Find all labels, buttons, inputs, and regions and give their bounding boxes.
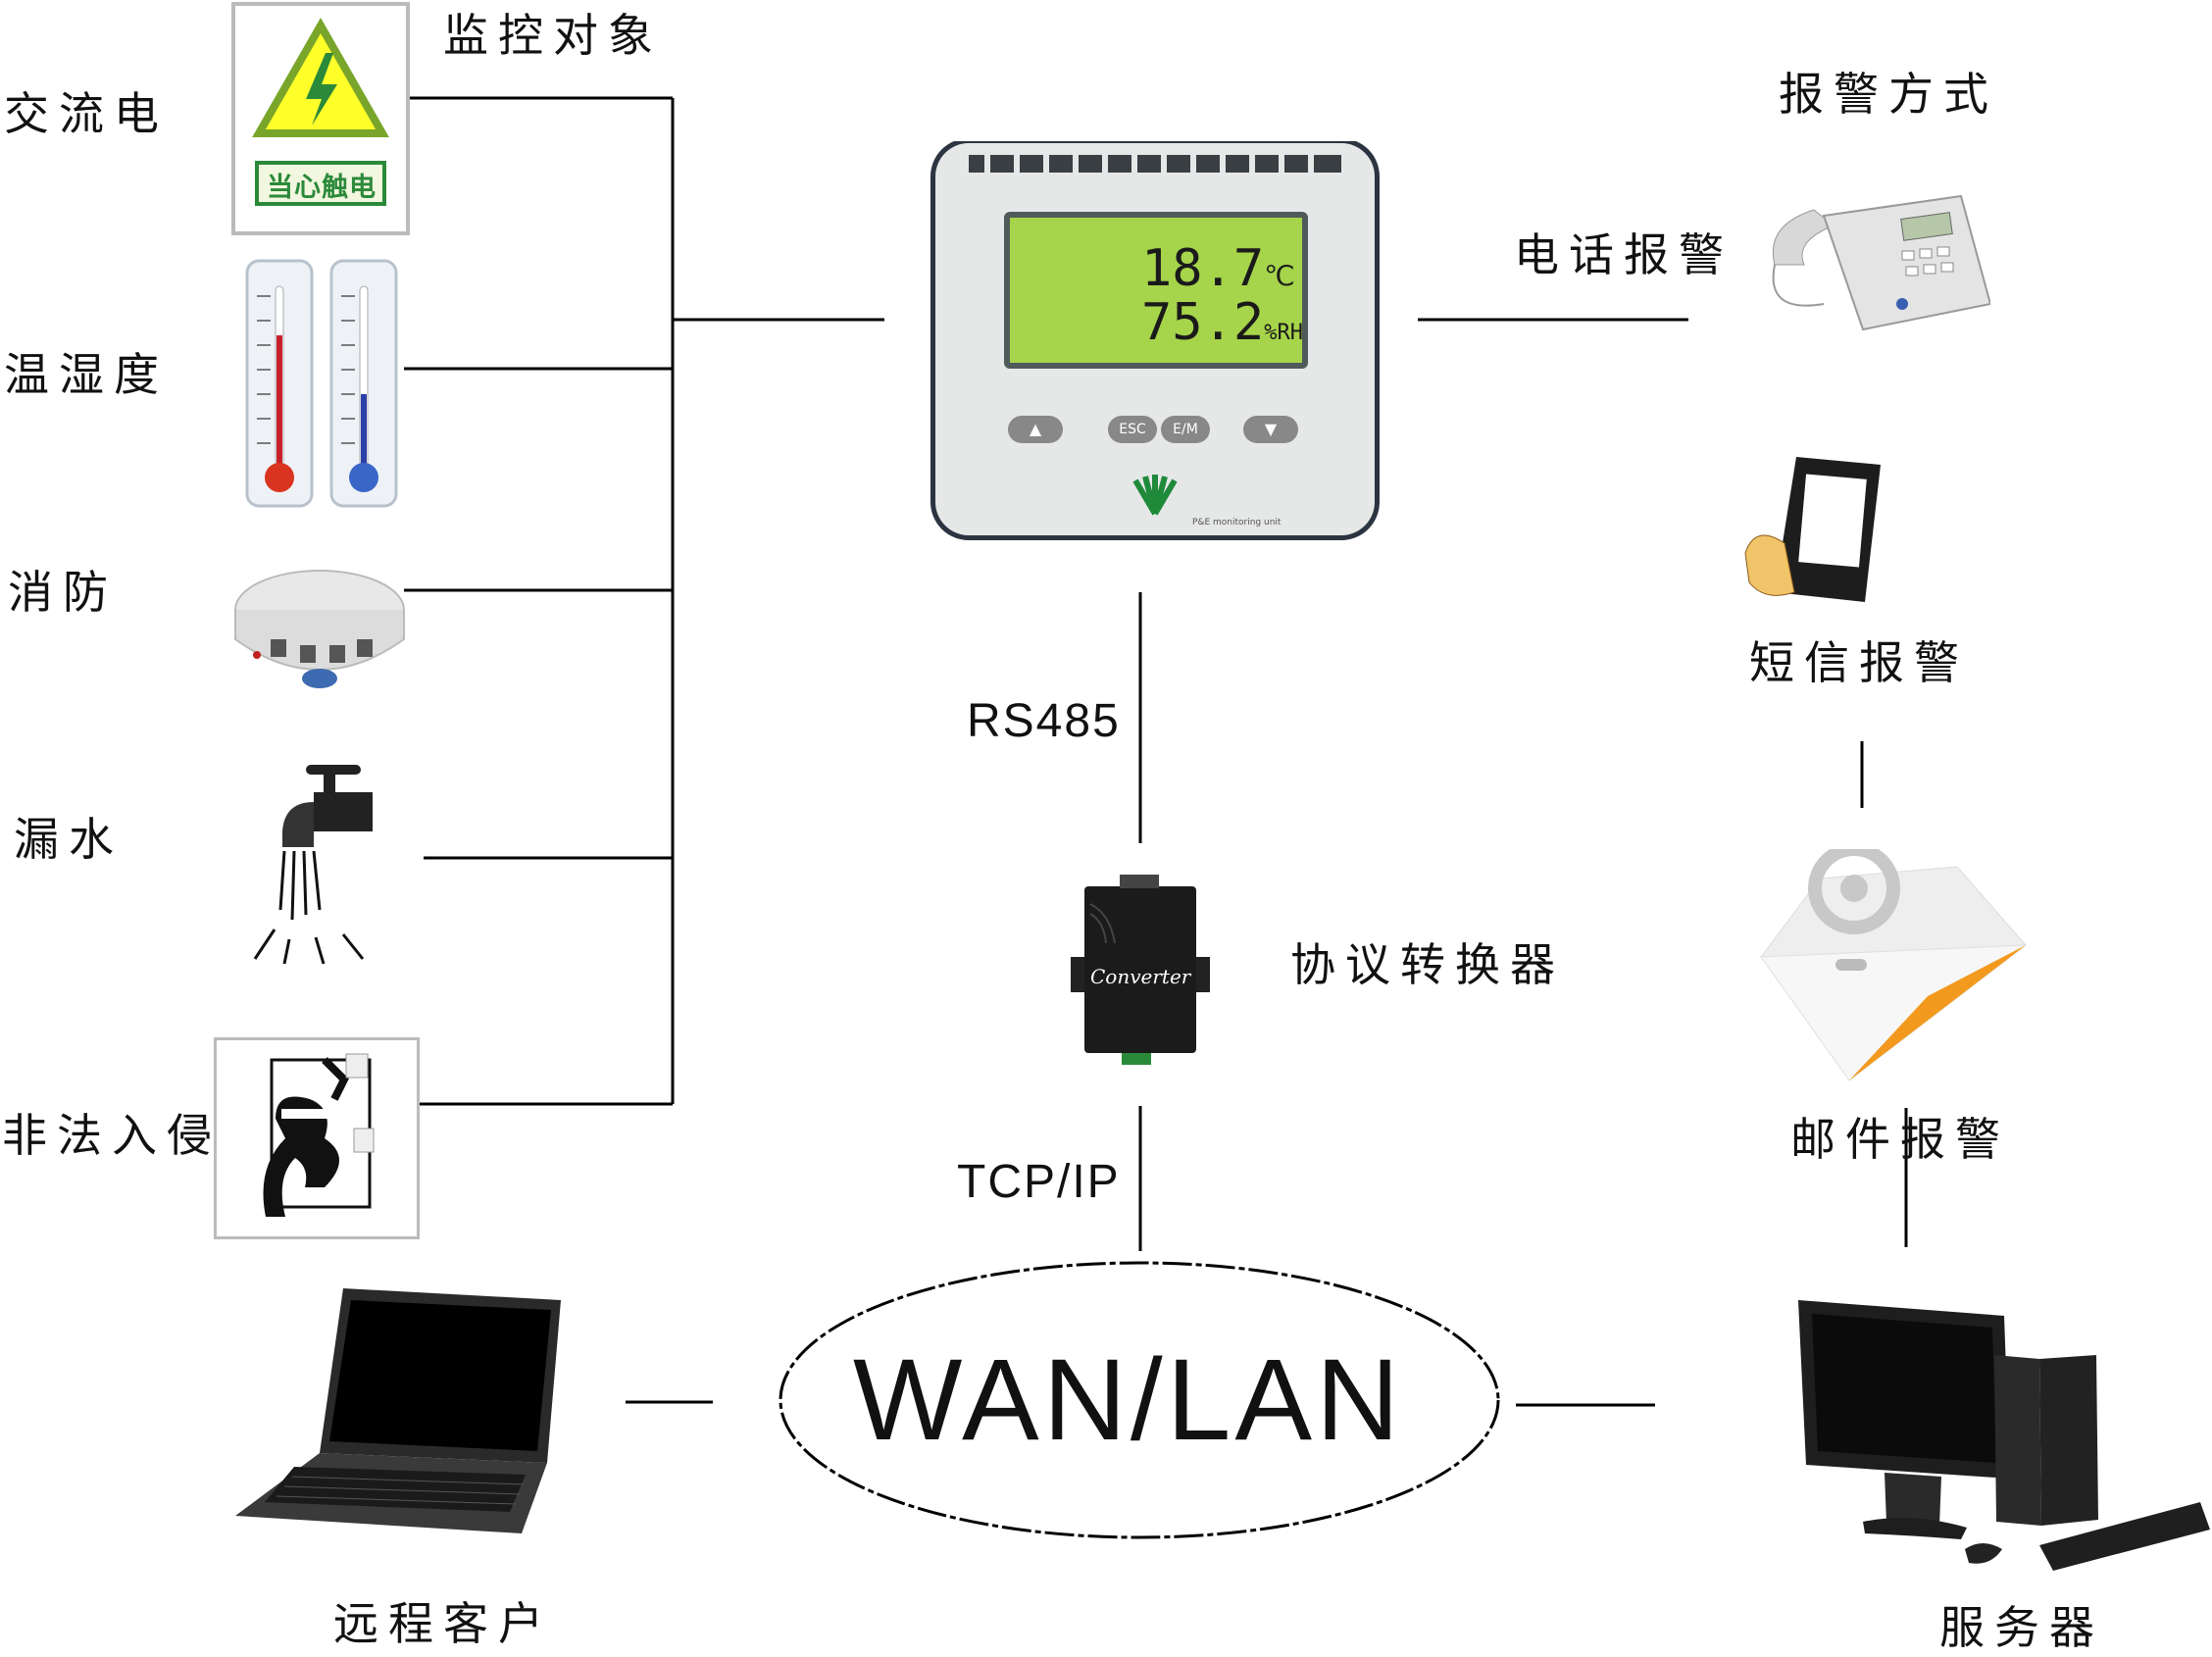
alarm-phone-label: 电话报警: [1514, 228, 1734, 281]
button-em[interactable]: E/M: [1173, 422, 1198, 437]
thermometer-icon: [245, 259, 398, 508]
sms-phone-icon: [1744, 457, 1881, 602]
button-up[interactable]: ▲: [1029, 420, 1042, 438]
network-cloud: [779, 1261, 1500, 1539]
high-voltage-sign-icon: 当心触电: [231, 2, 410, 235]
telephone-icon: [1772, 194, 1990, 331]
alarm-header: 报警方式: [1779, 68, 1998, 121]
lcd-humidity: 75.2%RH: [1141, 293, 1303, 352]
converter-label: 协议转换器: [1290, 938, 1565, 991]
intruder-icon: [214, 1037, 420, 1239]
alarm-email-label: 邮件报警: [1790, 1113, 2010, 1166]
lcd-temperature: 18.7℃: [1141, 239, 1295, 298]
monitored-header: 监控对象: [443, 9, 663, 62]
alarm-sms-label: 短信报警: [1749, 636, 1969, 689]
brand-text: P&E monitoring unit: [1192, 518, 1282, 527]
protocol-converter-icon: Converter: [1071, 875, 1210, 1071]
network-label: WAN/LAN: [853, 1335, 1404, 1465]
sign-text: 当心触电: [267, 173, 377, 203]
converter-device-text: Converter: [1090, 965, 1191, 988]
server-label: 服务器: [1939, 1601, 2104, 1654]
email-icon: [1759, 849, 2028, 1081]
label-water-leak: 漏水: [14, 813, 124, 866]
label-ac-power: 交流电: [4, 87, 169, 140]
tcpip-label: TCP/IP: [957, 1156, 1121, 1208]
remote-client-laptop-icon: [235, 1288, 561, 1533]
server-desktop-icon: [1798, 1300, 2210, 1571]
button-esc[interactable]: ESC: [1119, 422, 1146, 437]
label-temp-humidity: 温湿度: [4, 348, 169, 401]
monitor-unit: 18.7℃ 75.2%RH ▲ ESC E/M ▼ P&E monitoring…: [926, 138, 1384, 541]
label-intrusion: 非法入侵: [2, 1109, 222, 1162]
button-down[interactable]: ▼: [1264, 420, 1278, 438]
remote-client-label: 远程客户: [333, 1597, 553, 1650]
rs485-label: RS485: [967, 695, 1121, 747]
smoke-detector-icon: [234, 570, 405, 688]
label-fire: 消防: [8, 566, 118, 619]
water-leak-tap-icon: [253, 765, 373, 965]
